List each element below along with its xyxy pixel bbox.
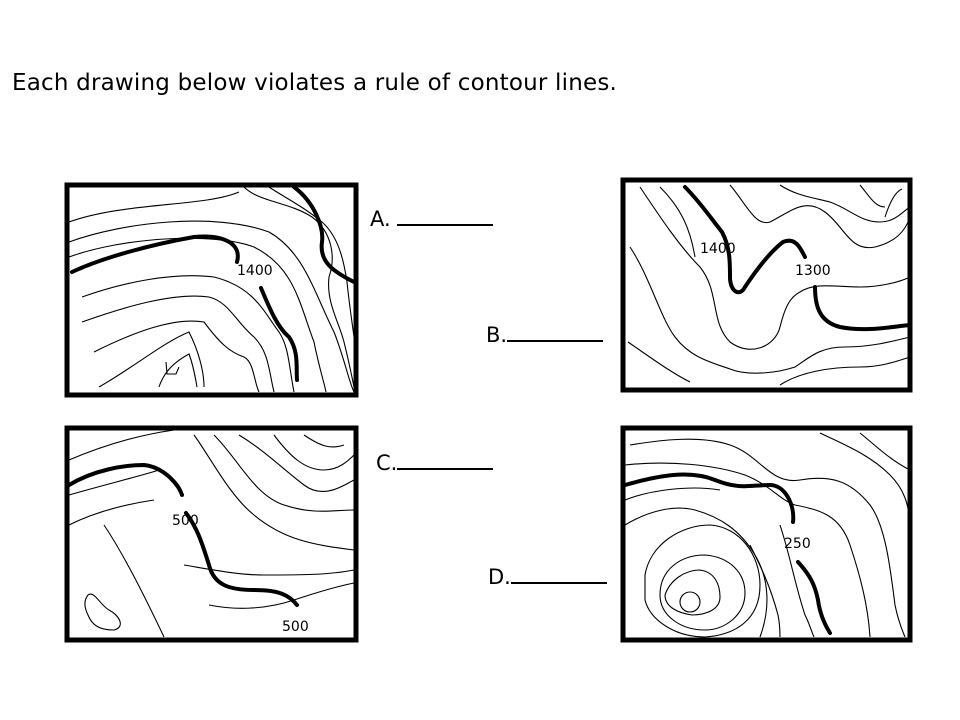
answer-c-letter: C. [376,451,398,475]
map-d-frame [620,425,913,643]
map-c-frame [64,425,359,643]
map-b-elevation-label-1: 1400 [700,241,736,257]
contour-map-b-drawing: 1400 1300 [620,177,913,393]
answer-b: B. [486,322,604,347]
map-b-contour-lines [627,184,912,386]
map-a-contour-lines [68,185,356,393]
answer-c-blank[interactable] [397,450,494,470]
contour-map-b: 1400 1300 [620,177,916,393]
map-c-elevation-label-2: 500 [282,619,309,635]
contour-map-a: 1400 [64,182,362,398]
map-a-elevation-label: 1400 [237,263,273,279]
answer-d-letter: D. [488,565,511,589]
answer-a-letter: A. [370,207,391,231]
contour-map-c-drawing: 500 500 [64,425,359,643]
map-d-elevation-label: 250 [784,536,811,552]
map-c-contour-lines [67,429,355,638]
answer-c: C. [376,450,494,475]
answer-d: D. [488,564,607,589]
answer-a-blank[interactable] [397,206,494,226]
contour-map-d-drawing: 250 [620,425,913,643]
instructions-heading: Each drawing below violates a rule of co… [12,70,618,96]
answer-b-blank[interactable] [507,322,604,342]
map-b-frame [620,177,913,393]
map-a-frame [64,182,359,398]
map-b-elevation-label-2: 1300 [795,263,831,279]
answer-b-letter: B. [486,323,508,347]
contour-map-a-drawing: 1400 [64,182,359,398]
contour-map-c: 500 500 [64,425,362,643]
answer-d-blank[interactable] [510,564,607,584]
map-c-elevation-label-1: 500 [172,513,199,529]
answer-a: A. [370,206,494,231]
contour-map-d: 250 [620,425,916,643]
map-d-contour-lines [623,432,911,638]
